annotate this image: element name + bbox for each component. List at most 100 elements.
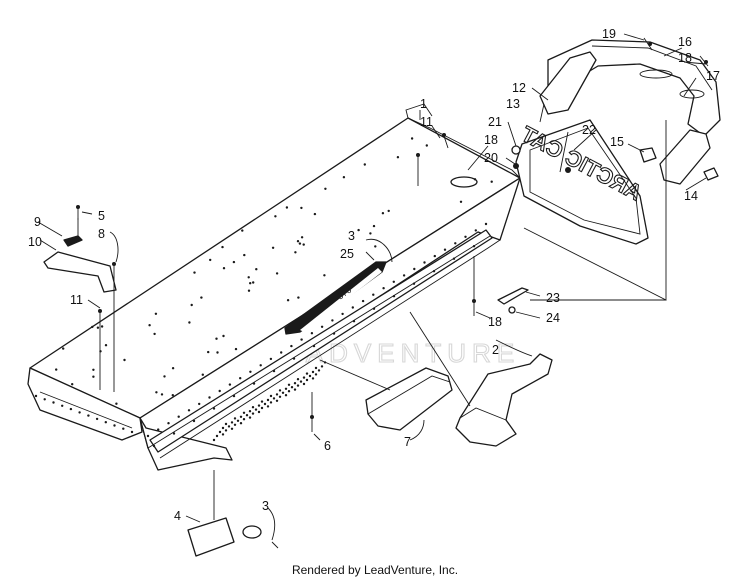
rivet-hole <box>263 402 267 406</box>
rivet-hole <box>320 325 324 328</box>
rivet-hole <box>372 293 375 296</box>
rivet-hole <box>208 396 211 399</box>
rivet-hole <box>92 375 95 378</box>
rivet-hole <box>459 200 463 203</box>
rivet-hole <box>433 254 436 258</box>
rivet-hole <box>484 222 488 226</box>
rivet-hole <box>302 376 306 379</box>
rivet-hole <box>100 325 104 328</box>
rivet-hole <box>171 394 174 397</box>
rivet-hole <box>332 332 336 335</box>
callout-7: 7 <box>404 435 411 449</box>
callout-25: 25 <box>340 247 354 261</box>
rivet-hole <box>299 380 303 383</box>
callout-20: 20 <box>484 151 498 165</box>
rivet-hole <box>300 338 303 341</box>
callout-13: 13 <box>506 97 520 111</box>
part-2-bracket <box>455 353 553 447</box>
rivet-hole <box>228 383 232 386</box>
rivet-hole <box>123 358 126 362</box>
callout-12: 12 <box>512 81 526 95</box>
callout-10: 10 <box>28 235 42 249</box>
rivet-holes <box>34 137 493 448</box>
part-3-grommet <box>242 525 262 539</box>
rivet-hole <box>78 411 81 414</box>
callout-19: 19 <box>602 27 616 41</box>
rivet-hole <box>464 235 467 238</box>
rivet-hole <box>302 382 306 386</box>
rivet-hole <box>255 268 258 271</box>
tail-light-opening <box>450 176 478 188</box>
rivet-hole <box>374 245 377 248</box>
rivet-hole <box>284 394 288 397</box>
rivet-hole <box>160 393 164 396</box>
assembly-lines <box>77 120 667 520</box>
rivet-hole <box>266 405 270 408</box>
rivet-hole <box>233 417 237 420</box>
bumper-left-step <box>539 51 597 115</box>
callout-24: 24 <box>546 311 560 325</box>
rivet-hole <box>285 206 289 209</box>
callout-8: 8 <box>98 227 105 241</box>
rivet-hole <box>52 401 55 404</box>
rivet-hole <box>113 424 116 427</box>
rivet-hole <box>243 253 246 257</box>
rivet-hole <box>198 402 201 406</box>
rivet-hole <box>61 404 64 407</box>
rivet-hole <box>308 374 312 378</box>
rivet-hole <box>239 422 243 425</box>
rivet-hole <box>257 410 261 414</box>
rivet-hole <box>232 394 236 398</box>
rivet-hole <box>413 267 416 271</box>
callout-22: 22 <box>582 123 596 137</box>
callout-21: 21 <box>488 115 502 129</box>
rivet-hole <box>232 260 236 264</box>
rivet-hole <box>215 434 219 438</box>
callout-leaders <box>37 33 707 541</box>
rivet-hole <box>275 399 279 402</box>
footer-credit: Rendered by LeadVenture, Inc. <box>291 563 459 577</box>
rivet-hole <box>221 245 224 249</box>
rivet-hole <box>227 425 231 428</box>
rivet-hole <box>410 137 414 140</box>
callout-4: 4 <box>174 509 181 523</box>
rivet-hole <box>193 271 196 274</box>
rivet-hole <box>272 369 276 373</box>
rivet-hole <box>472 245 476 248</box>
rivet-hole <box>392 280 395 283</box>
callout-11-top: 11 <box>420 115 433 129</box>
rivet-hole <box>87 414 90 417</box>
rivet-hole <box>341 312 344 316</box>
rivet-hole <box>130 430 134 434</box>
rivet-hole <box>252 382 256 385</box>
rivet-hole <box>305 372 309 375</box>
rivet-hole <box>247 289 251 292</box>
rivet-hole <box>171 367 175 370</box>
rivet-hole <box>284 387 288 390</box>
rivet-hole <box>269 357 273 361</box>
callout-18-bumper: 18 <box>678 51 692 65</box>
rivet-hole <box>260 400 264 403</box>
callout-1: 1 <box>420 97 427 111</box>
bumper-right-step <box>659 129 711 185</box>
rivet-hole <box>239 415 243 418</box>
rivet-hole <box>249 282 252 285</box>
rivet-hole <box>302 243 305 246</box>
rivet-hole <box>473 178 477 181</box>
snow-flap <box>515 119 649 245</box>
rivet-hole <box>369 232 372 235</box>
rivet-hole <box>259 364 262 367</box>
callout-3-upper: 3 <box>348 229 355 243</box>
rivet-hole <box>296 240 300 243</box>
rivet-hole <box>381 212 385 215</box>
rivet-hole <box>272 397 276 400</box>
rivet-hole <box>275 393 279 396</box>
rivet-hole <box>96 326 100 329</box>
rivet-hole <box>300 206 303 210</box>
callout-14: 14 <box>684 189 698 203</box>
rivet-hole <box>372 224 376 228</box>
rivet-hole <box>188 321 191 324</box>
callout-6: 6 <box>324 439 331 453</box>
rivet-hole <box>122 427 125 430</box>
rivet-hole <box>234 347 238 351</box>
